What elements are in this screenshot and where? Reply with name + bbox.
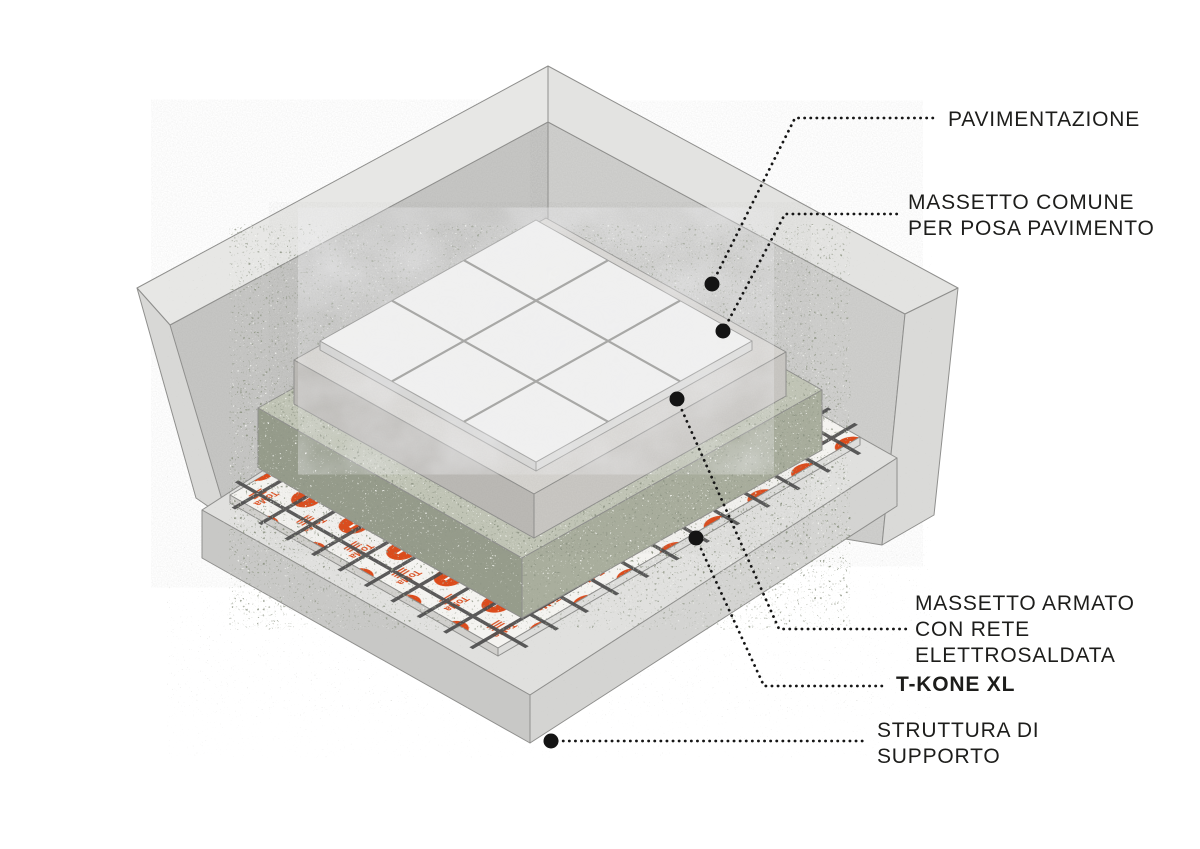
label-massetto-comune-line2: PER POSA PAVIMENTO — [908, 217, 1155, 240]
callout-dot-struttura — [543, 733, 559, 749]
tiles-marble-texture — [320, 220, 752, 462]
leader-t-kone-xl — [694, 536, 888, 688]
mesh-bar — [212, 466, 547, 660]
callout-dot-t-kone-xl — [688, 530, 704, 546]
right-wall-end-face — [881, 287, 959, 546]
leader-pavimentazione — [710, 116, 940, 286]
callout-dot-massetto-armato — [669, 391, 685, 407]
label-massetto-comune-line1: MASSETTO COMUNE — [908, 191, 1134, 214]
label-pavimentazione: PAVIMENTAZIONE — [948, 108, 1140, 131]
callout-dot-pavimentazione — [704, 276, 720, 292]
leader-massetto-armato — [675, 397, 908, 631]
callout-dot-massetto-comune — [715, 323, 731, 339]
slab-edge-texture — [202, 458, 897, 743]
label-massetto-armato-line1: MASSETTO ARMATO — [915, 592, 1135, 615]
tile-joints — [391, 259, 681, 423]
leader-massetto-comune — [721, 212, 904, 333]
label-massetto-armato-line2: CON RETE — [915, 618, 1030, 641]
callout-leaders — [543, 116, 940, 749]
label-struttura-line2: SUPPORTO — [877, 745, 1001, 768]
membrane-left-edge — [229, 494, 499, 657]
tile-floor — [319, 219, 753, 472]
layer-labels: PAVIMENTAZIONE MASSETTO COMUNE PER POSA … — [877, 108, 1155, 768]
label-t-kone-xl: T-KONE XL — [896, 673, 1015, 696]
label-struttura-line1: STRUTTURA DI — [877, 719, 1039, 742]
label-massetto-armato-line3: ELETTROSALDATA — [915, 644, 1116, 667]
